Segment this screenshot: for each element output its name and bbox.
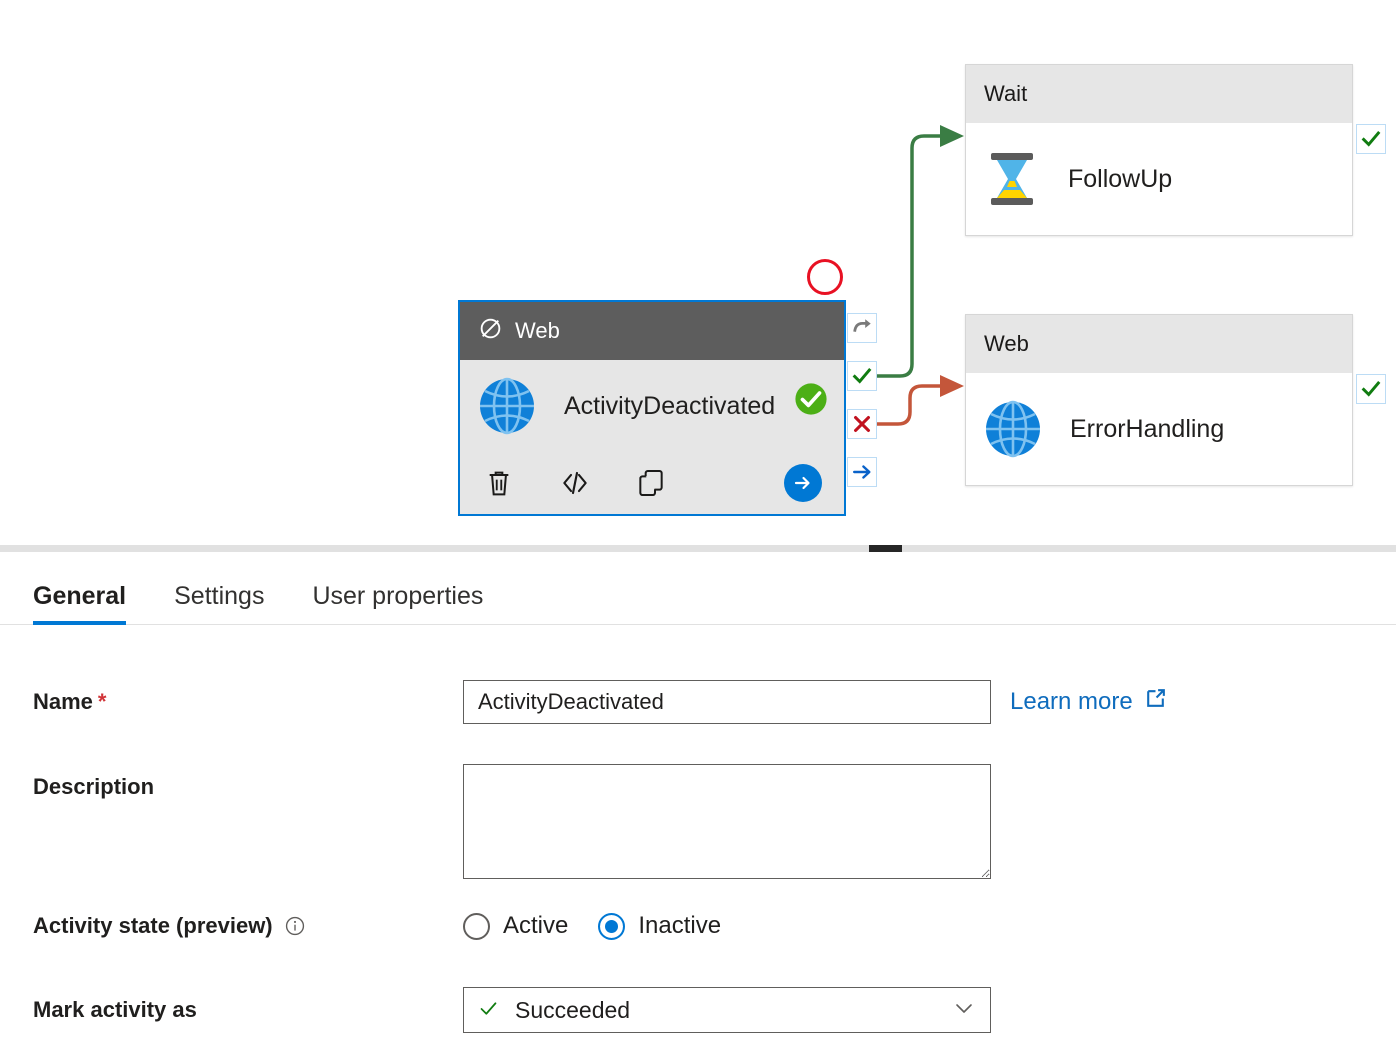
- pipeline-canvas[interactable]: Wait FollowUp: [0, 0, 1396, 545]
- mark-activity-as-dropdown[interactable]: Succeeded: [463, 987, 991, 1033]
- radio-active[interactable]: Active: [463, 912, 568, 940]
- status-badge-succeeded: [794, 382, 828, 416]
- learn-more-link[interactable]: Learn more: [1010, 686, 1168, 718]
- activity-type-label: Wait: [984, 81, 1028, 106]
- green-check-icon: [478, 998, 499, 1023]
- tab-settings[interactable]: Settings: [174, 582, 265, 610]
- hourglass-icon: [984, 150, 1040, 208]
- handle-skip[interactable]: [847, 313, 877, 343]
- splitter-drag-handle[interactable]: [869, 545, 902, 552]
- form-row-name: Name* Learn more: [33, 680, 1183, 724]
- activity-card-type-header: Wait: [966, 65, 1352, 123]
- description-field-label: Description: [33, 774, 155, 799]
- green-check-icon: [1361, 130, 1381, 147]
- trash-icon[interactable]: [482, 466, 516, 500]
- handle-completion[interactable]: [847, 457, 877, 487]
- code-brackets-icon[interactable]: [558, 466, 592, 500]
- connector-lines: [876, 125, 964, 426]
- activity-state-radio-group: Active Inactive: [463, 912, 721, 940]
- annotation-circle-marker: [807, 259, 843, 295]
- handle-failure[interactable]: [847, 409, 877, 439]
- activity-card-errorhandling[interactable]: Web ErrorHandli: [965, 314, 1353, 486]
- activity-properties-panel: General Settings User properties Name* L…: [0, 552, 1396, 1042]
- learn-more-label: Learn more: [1010, 688, 1133, 715]
- activity-card-followup[interactable]: Wait FollowUp: [965, 64, 1353, 236]
- activity-card-type-header: Web: [966, 315, 1352, 373]
- handle-success-followup[interactable]: [1356, 124, 1386, 154]
- panel-splitter[interactable]: [0, 545, 1396, 552]
- name-field-label: Name*: [33, 689, 107, 714]
- required-asterisk: *: [97, 689, 107, 714]
- red-x-icon: [854, 416, 870, 432]
- blue-arrow-icon: [853, 465, 871, 479]
- globe-icon: [478, 377, 536, 435]
- activity-name-label: ActivityDeactivated: [564, 391, 776, 420]
- activity-card-activitydeactivated[interactable]: Web ActivityDea: [458, 300, 846, 516]
- description-textarea[interactable]: [463, 764, 991, 879]
- form-row-mark-activity-as: Mark activity as Succeeded: [33, 987, 1033, 1033]
- activity-name-label: FollowUp: [1068, 164, 1173, 193]
- radio-label-active: Active: [503, 912, 569, 939]
- slashed-circle-icon: [478, 316, 503, 347]
- activity-card-action-bar: [460, 452, 844, 514]
- handle-success-errorhandling[interactable]: [1356, 374, 1386, 404]
- handle-success[interactable]: [847, 361, 877, 391]
- activity-card-body: ErrorHandling: [966, 373, 1352, 485]
- form-row-activity-state: Activity state (preview) Active: [33, 912, 1033, 940]
- tab-user-properties[interactable]: User properties: [312, 582, 484, 610]
- globe-icon: [984, 400, 1042, 458]
- form-row-description: Description: [33, 764, 1033, 879]
- radio-dot-active: [463, 912, 490, 940]
- activity-card-body: ActivityDeactivated: [460, 360, 844, 452]
- chevron-down-icon: [952, 996, 976, 1025]
- mark-activity-as-value: Succeeded: [515, 996, 631, 1023]
- properties-tab-bar: General Settings User properties: [0, 552, 1396, 625]
- activity-state-label: Activity state (preview): [33, 913, 463, 939]
- arrow-right-circle-icon[interactable]: [784, 464, 822, 502]
- activity-type-label: Web: [984, 331, 1029, 356]
- info-circle-icon[interactable]: [284, 915, 306, 937]
- green-check-icon: [852, 367, 872, 384]
- activity-card-type-header: Web: [460, 302, 844, 360]
- curved-arrow-icon: [853, 319, 871, 332]
- radio-dot-inactive: [598, 912, 626, 940]
- activity-name-label: ErrorHandling: [1070, 414, 1225, 443]
- mark-activity-as-label: Mark activity as: [33, 997, 197, 1022]
- activity-type-label: Web: [515, 318, 560, 343]
- activity-card-body: FollowUp: [966, 123, 1352, 235]
- radio-inactive[interactable]: Inactive: [598, 912, 721, 940]
- external-link-icon: [1143, 686, 1168, 718]
- copy-icon[interactable]: [634, 466, 668, 500]
- name-input[interactable]: [463, 680, 991, 724]
- radio-label-inactive: Inactive: [638, 912, 722, 939]
- tab-general[interactable]: General: [33, 582, 127, 625]
- green-check-icon: [1361, 380, 1381, 397]
